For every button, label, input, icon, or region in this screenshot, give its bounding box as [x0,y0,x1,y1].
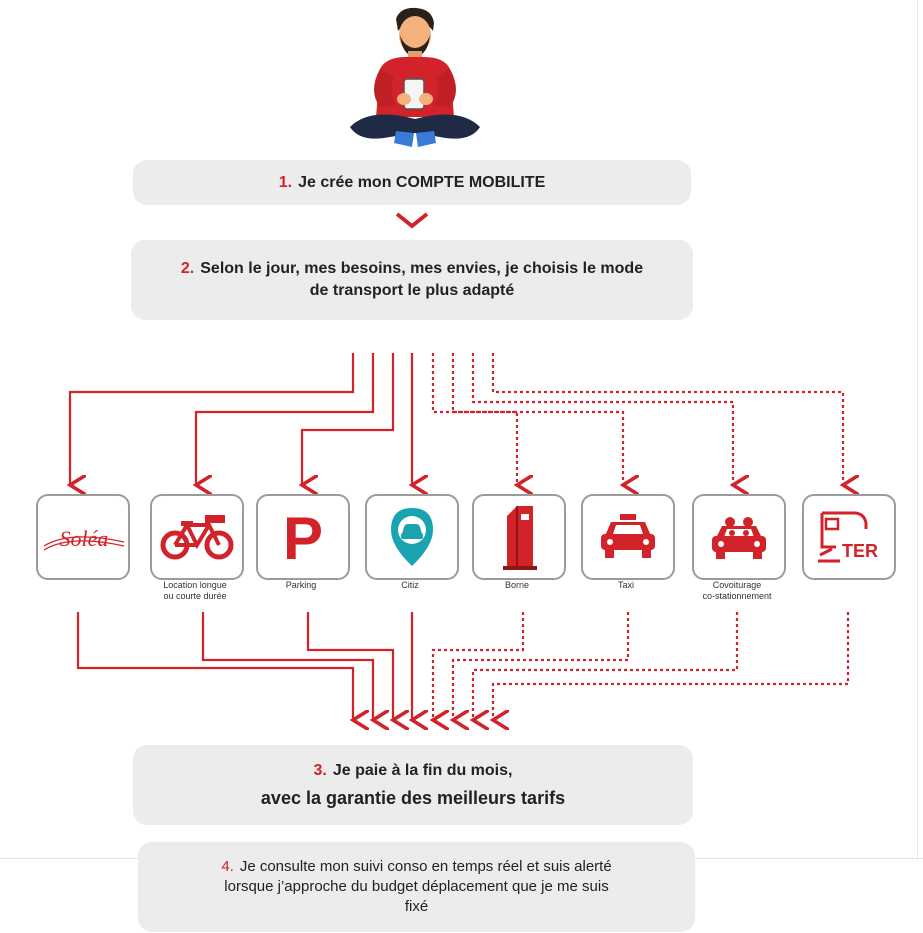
covoit-card [692,494,786,580]
step-3-line-1: Je paie à la fin du mois, [332,762,513,780]
arrow-from-taxi [453,612,630,720]
car-pin-icon [391,508,433,566]
arrow-from-borne [433,612,525,720]
solea-card: Soléa [36,494,130,580]
train-icon: TER [818,511,878,563]
arrow-from-solea [76,612,353,720]
ter-card: TER [802,494,896,580]
velo-card [150,494,244,580]
parking-icon: P [283,507,323,567]
charging-station-icon [503,506,537,570]
person-with-phone-illustration [350,7,480,147]
parking-card: P [256,494,350,580]
step-2-number: 2. [180,260,195,278]
bicycle-icon [160,515,234,560]
step-4-number: 4. [221,857,234,875]
arrow-from-ter [493,612,850,720]
step-4-panel: 4. Je consulte mon suivi conso en temps r… [138,842,695,932]
step-2-line-1: Selon le jour, mes besoins, mes envies, … [200,260,644,278]
bottom-divider-left [0,858,138,859]
citiz-caption: Citiz [401,580,419,590]
taxi-icon [601,514,655,558]
step-2-line-2: de transport le plus adapté [309,282,515,299]
step-4-line-1: Je consulte mon suivi conso en temps rée… [239,857,612,875]
arrow-to-ter [491,353,843,485]
bottom-divider-right [695,858,923,859]
velo-caption: Location longue ou courte durée [135,580,255,603]
borne-card [472,494,566,580]
step-4-line-2: lorsque j’approche du budget déplacement… [224,877,609,895]
arrow-to-taxi [451,353,623,485]
step-1-number: 1. [278,173,293,191]
arrow-to-parking [302,353,395,485]
velo-caption-line-2: ou courte durée [163,591,227,602]
step-2-panel: 2. Selon le jour, mes besoins, mes envies… [131,240,693,320]
arrow-to-velo [196,353,375,485]
arrow-from-covoit [473,612,739,720]
taxi-card [581,494,675,580]
svg-text:TER: TER [842,541,878,561]
step-1-text: Je crée mon COMPTE MOBILITE [298,173,546,191]
borne-caption: Borne [504,580,530,590]
chevron-down-icon [395,212,429,229]
step-1-panel: 1. Je crée mon COMPTE MOBILITE [133,160,691,205]
right-divider [917,0,918,858]
taxi-caption: Taxi [617,580,634,590]
carpool-icon [712,517,766,559]
step-3-panel: 3. Je paie à la fin du mois, avec la gara… [133,745,693,825]
arrow-from-velo [201,612,373,720]
parking-caption: Parking [285,580,317,590]
solea-logo: Soléa [43,526,125,551]
step-3-number: 3. [313,762,327,780]
step-3-line-2: avec la garantie des meilleurs tarifs [260,787,566,808]
velo-caption-line-1: Location longue [163,580,227,590]
arrow-to-solea [70,353,355,485]
arrow-from-parking [306,612,393,720]
arrow-to-covoit [471,353,733,485]
covoit-caption: Covoiturage co-stationnement [702,580,772,602]
arrow-to-borne [431,353,517,485]
svg-text:P: P [283,507,323,567]
citiz-card [365,494,459,580]
step-4-line-3: fixé [404,898,429,916]
svg-text:Soléa: Soléa [60,526,109,551]
